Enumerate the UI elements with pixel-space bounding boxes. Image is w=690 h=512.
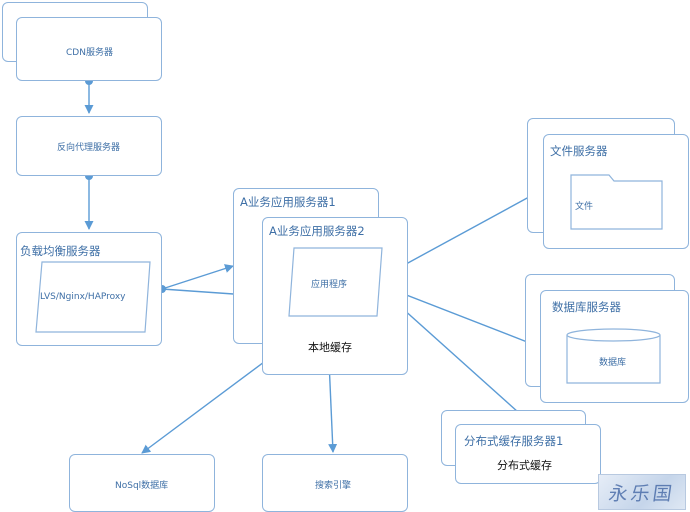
load-balancer-label: 负载均衡服务器 [20, 244, 101, 258]
file-server[interactable]: 文件服务器 文件 [543, 134, 689, 249]
app-server-2-label: A业务应用服务器2 [269, 224, 365, 238]
search-engine[interactable]: 搜索引擎 [262, 454, 408, 512]
app-program-parallelogram [288, 247, 383, 317]
load-balancer-server[interactable]: 负载均衡服务器 LVS/Nginx/HAProxy [16, 232, 162, 346]
dist-cache-server-label: 分布式缓存服务器1 [464, 434, 564, 448]
local-cache-label: 本地缓存 [308, 341, 352, 354]
database-icon [566, 328, 661, 384]
folder-icon [570, 174, 663, 230]
lb-software-label: LVS/Nginx/HAProxy [40, 292, 126, 302]
watermark-logo: 永乐国华 [598, 474, 686, 510]
arrow-lb-to-app1 [161, 264, 234, 290]
app-program-label: 应用程序 [311, 280, 348, 290]
nosql-database[interactable]: NoSql数据库 [69, 454, 215, 512]
dist-cache-server[interactable]: 分布式缓存服务器1 分布式缓存 [455, 424, 601, 484]
lb-software-parallelogram [35, 261, 151, 333]
nosql-label: NoSql数据库 [115, 481, 169, 491]
reverse-proxy-label: 反向代理服务器 [57, 143, 121, 153]
reverse-proxy-server[interactable]: 反向代理服务器 [16, 116, 162, 176]
app-server-2[interactable]: A业务应用服务器2 应用程序 本地缓存 [262, 217, 408, 375]
cdn-server-label: CDN服务器 [66, 48, 113, 58]
cdn-server[interactable]: CDN服务器 [16, 17, 162, 81]
db-server-label: 数据库服务器 [552, 300, 621, 314]
watermark-text: 永乐国华 [607, 483, 677, 505]
search-engine-label: 搜索引擎 [315, 481, 352, 491]
dist-cache-label: 分布式缓存 [497, 459, 552, 472]
db-server[interactable]: 数据库服务器 数据库 [540, 290, 689, 403]
file-label: 文件 [575, 202, 594, 212]
file-server-label: 文件服务器 [550, 144, 608, 158]
app-server-1-label: A业务应用服务器1 [240, 195, 336, 209]
database-label: 数据库 [599, 358, 627, 368]
